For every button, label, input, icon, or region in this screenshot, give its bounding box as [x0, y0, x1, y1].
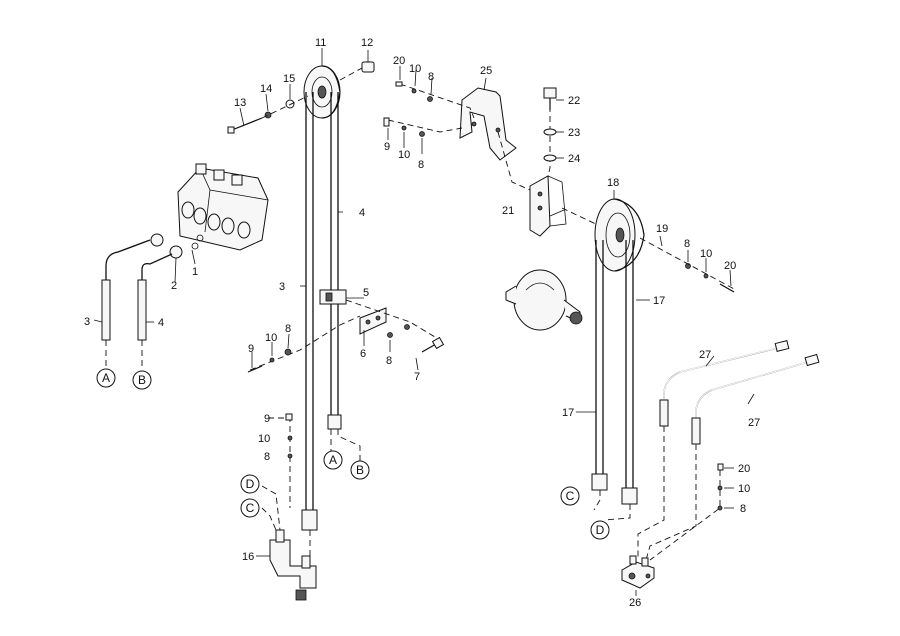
- loose-hose-4: [137, 253, 173, 341]
- svg-text:D: D: [246, 477, 255, 491]
- grease-fitting-12: [339, 61, 375, 81]
- callout-8: 8: [684, 238, 690, 250]
- callout-16: 16: [242, 551, 254, 563]
- connector-b-left: B: [132, 370, 152, 390]
- callout-21: 21: [502, 205, 514, 217]
- callout-6: 6: [360, 348, 366, 360]
- callout-19: 19: [656, 223, 668, 235]
- callout-24: 24: [568, 153, 580, 165]
- fitting-1-2: [150, 233, 204, 259]
- callout-10: 10: [265, 332, 277, 344]
- callout-4: 4: [158, 317, 164, 329]
- callout-15: 15: [283, 73, 295, 85]
- callout-8: 8: [264, 451, 270, 463]
- valve-block-26: [621, 555, 655, 589]
- svg-text:D: D: [596, 523, 605, 537]
- control-valve-block: [177, 163, 269, 251]
- callout-10: 10: [700, 248, 712, 260]
- callout-7: 7: [414, 371, 420, 383]
- callout-labels: 1 2 3 4 3 4 5 6 7 8 8 10 9 11 12 13 14 1…: [84, 37, 760, 609]
- left-hose-pair: [301, 92, 342, 531]
- callout-9: 9: [264, 413, 270, 425]
- callout-8: 8: [285, 323, 291, 335]
- callout-26: 26: [629, 597, 641, 609]
- callout-10: 10: [738, 483, 750, 495]
- connector-c-right: C: [560, 486, 580, 506]
- callout-8: 8: [418, 159, 424, 171]
- connector-a-left: A: [96, 368, 116, 388]
- callout-10: 10: [258, 433, 270, 445]
- hose-27-b: [691, 353, 820, 445]
- connector-d-left: D: [240, 474, 260, 494]
- connector-c-left: C: [240, 498, 260, 518]
- callout-25: 25: [480, 65, 492, 77]
- callout-27: 27: [699, 349, 711, 361]
- callout-8: 8: [740, 503, 746, 515]
- bolt-7: [421, 336, 445, 353]
- connector-a-mid: A: [323, 450, 343, 470]
- callout-11: 11: [315, 37, 326, 49]
- connector-b-mid: B: [350, 460, 370, 480]
- right-hose-pair: [591, 240, 638, 505]
- callout-12: 12: [361, 37, 373, 49]
- callout-18: 18: [607, 177, 619, 189]
- callout-13: 13: [234, 97, 246, 109]
- clamp-block-5: [319, 289, 347, 305]
- callout-1: 1: [192, 266, 198, 278]
- svg-text:B: B: [138, 373, 146, 387]
- callout-9: 9: [248, 343, 254, 355]
- bracket-25: [459, 87, 517, 161]
- manifold-16: [256, 529, 317, 601]
- svg-text:B: B: [356, 463, 364, 477]
- callout-3: 3: [84, 316, 90, 328]
- cylinder-tube: [505, 269, 583, 331]
- svg-text:C: C: [566, 489, 575, 503]
- callout-20: 20: [393, 55, 405, 67]
- callout-2: 2: [171, 280, 177, 292]
- left-sheave-11: [303, 65, 341, 119]
- callout-20: 20: [738, 463, 750, 475]
- callout-8: 8: [386, 355, 392, 367]
- svg-text:A: A: [329, 453, 337, 467]
- callout-27: 27: [748, 417, 760, 429]
- connector-d-right: D: [590, 520, 610, 540]
- callout-10: 10: [409, 63, 421, 75]
- svg-text:A: A: [102, 371, 110, 385]
- callout-9: 9: [384, 141, 390, 153]
- callout-17: 17: [653, 295, 665, 307]
- callout-23: 23: [568, 127, 580, 139]
- callout-3: 3: [279, 281, 285, 293]
- connector-markers: A B A B D C C D: [96, 368, 610, 540]
- callout-20: 20: [724, 260, 736, 272]
- right-sheave-18: [594, 198, 645, 272]
- bracket-21: [529, 175, 567, 237]
- callout-22: 22: [568, 95, 580, 107]
- callout-8: 8: [428, 71, 434, 83]
- callout-5: 5: [363, 287, 369, 299]
- callout-17: 17: [562, 407, 574, 419]
- callout-4: 4: [359, 207, 365, 219]
- bracket-6: [359, 307, 387, 335]
- callout-14: 14: [260, 83, 272, 95]
- hose-27-a: [659, 340, 790, 427]
- svg-text:C: C: [246, 501, 255, 515]
- callout-10: 10: [398, 149, 410, 161]
